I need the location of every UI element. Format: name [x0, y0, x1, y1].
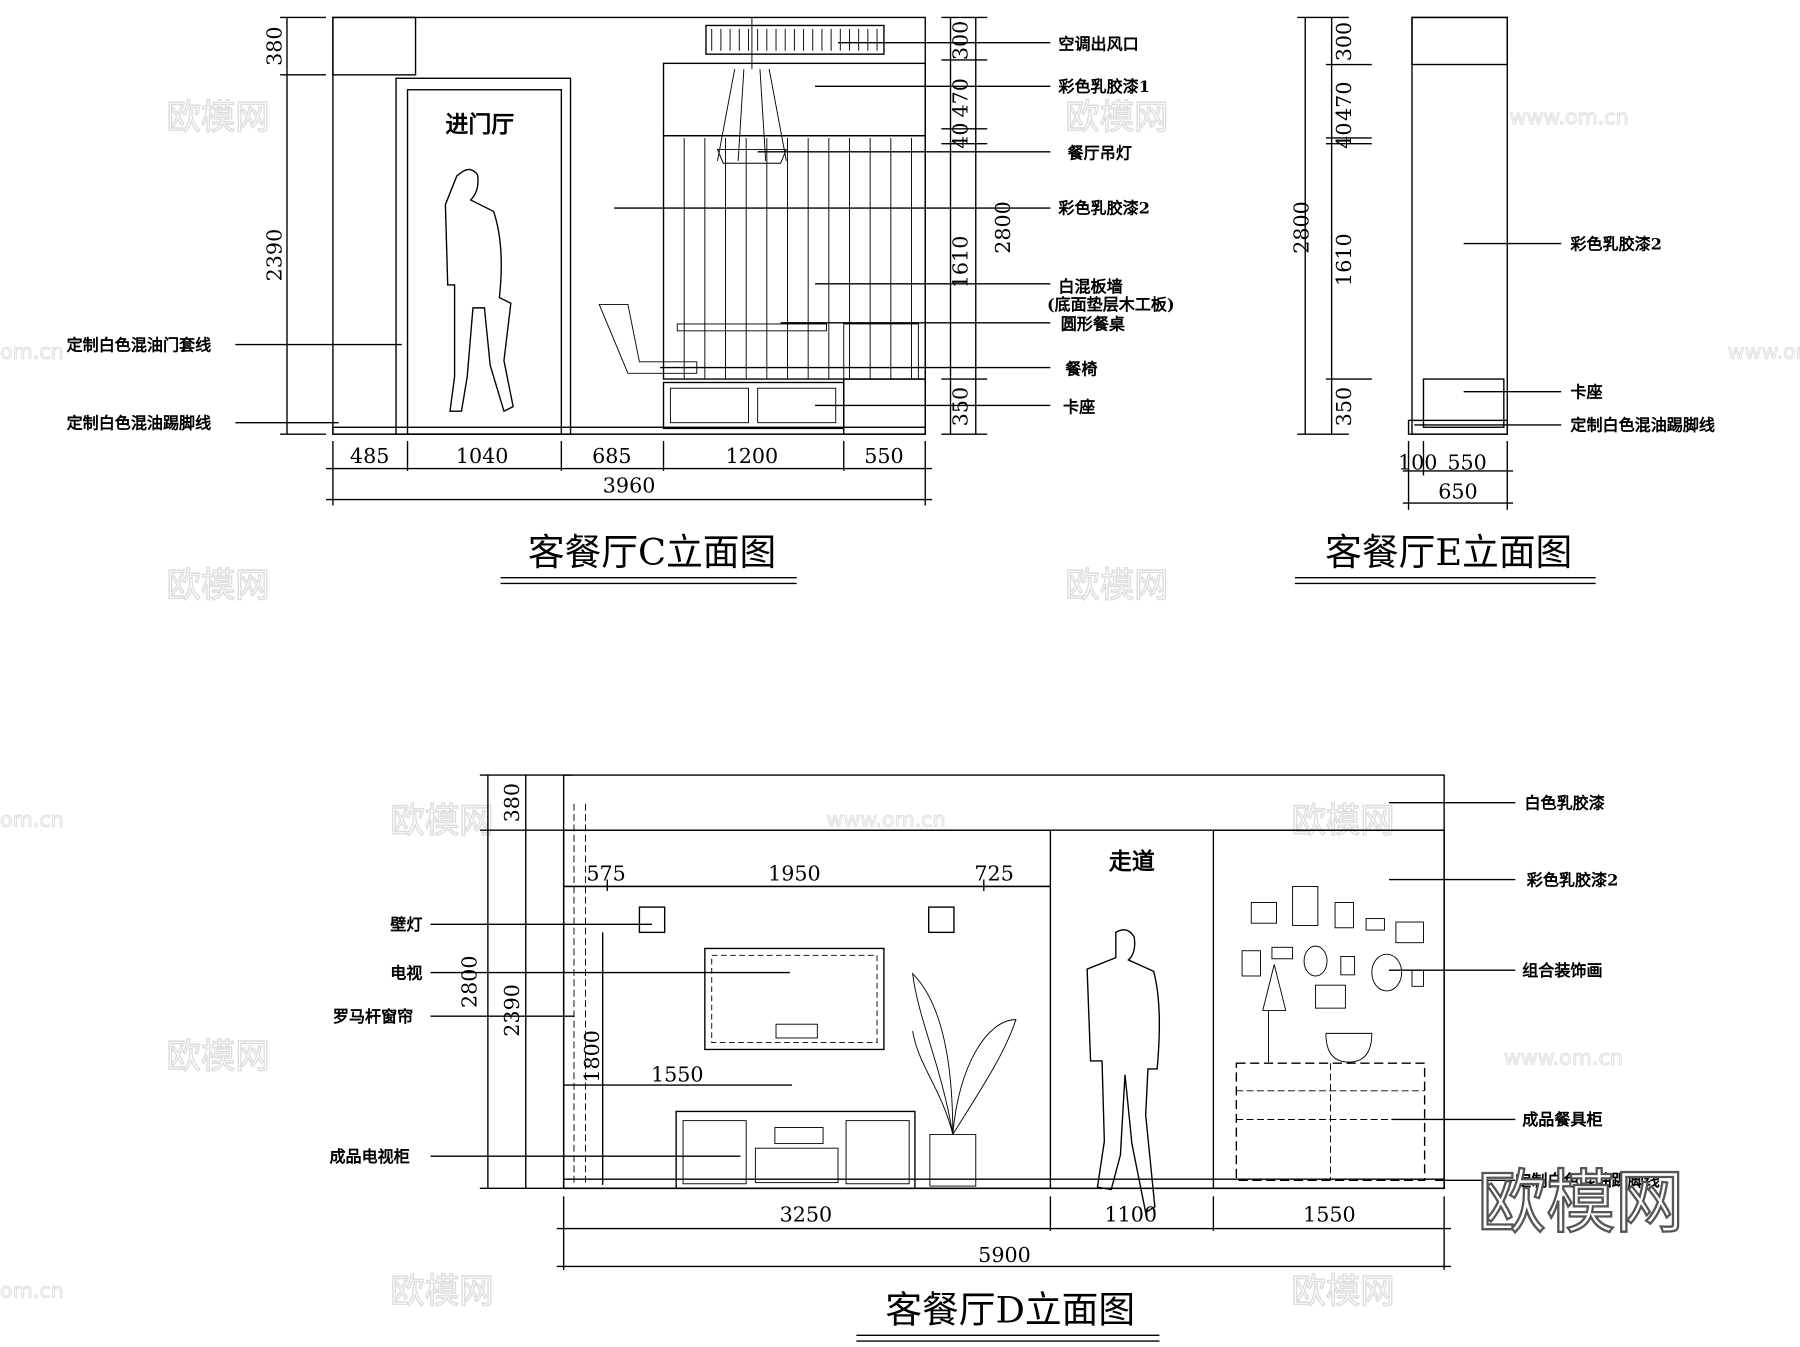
dimension-label: 685	[592, 444, 631, 468]
title-elevation-e: 客餐厅E立面图	[1325, 531, 1572, 574]
dimension-label: 350	[1332, 387, 1356, 426]
dimension-label: 2390	[500, 984, 524, 1037]
annotation-label: 彩色乳胶漆2	[1526, 870, 1619, 889]
ac-vent	[705, 24, 885, 55]
watermark-text: 欧模网	[166, 98, 269, 138]
watermark-text: www.om.cn	[1504, 1045, 1623, 1069]
elevation-c: 进门厅 380 2390 300 470 40 1610 350 2800	[67, 16, 1175, 585]
dimension-label: 40	[1332, 123, 1356, 149]
annotation-label: 卡座	[1570, 382, 1602, 401]
watermark-text: 欧模网	[1065, 566, 1168, 606]
title-elevation-c: 客餐厅C立面图	[528, 531, 776, 574]
room-label-corridor: 走道	[1109, 848, 1155, 875]
round-table	[676, 323, 827, 332]
dimension-label: 550	[1447, 451, 1486, 475]
dimension-label: 3960	[603, 474, 656, 498]
dimension-label: 1950	[768, 862, 821, 886]
annotation-label: (底面垫层木工板)	[1047, 295, 1175, 314]
watermark-text: om.cn	[0, 339, 64, 363]
dimension-label: 1100	[1104, 1203, 1157, 1227]
dimension-label: 300	[949, 21, 973, 60]
tv	[704, 947, 885, 1051]
watermark-text: 欧模网	[1291, 1272, 1394, 1312]
watermarks: 欧模网 欧模网 欧模网 欧模网 欧模网 欧模网 欧模网 欧模网 欧模网 www.…	[0, 97, 1800, 1313]
dimension-label: 3250	[780, 1203, 833, 1227]
decorative-paintings	[1241, 885, 1424, 1009]
human-figure	[444, 168, 514, 413]
watermark-text: 欧模网	[166, 566, 269, 606]
dimension-label: 650	[1438, 479, 1477, 503]
annotation-label: 彩色乳胶漆1	[1057, 77, 1150, 96]
watermark-text: 欧模网	[390, 801, 493, 841]
dimension-label: 2800	[1290, 201, 1314, 254]
annotation-label: 定制白色混油踢脚线	[67, 413, 212, 432]
watermark-text: om.cn	[0, 1278, 64, 1302]
dimension-label: 380	[262, 26, 286, 65]
watermark-text: www.om.cn	[1510, 105, 1629, 129]
annotation-label: 壁灯	[390, 915, 422, 934]
dimension-label: 1610	[1332, 233, 1356, 286]
elevation-d: 走道 575	[329, 774, 1660, 1342]
plant	[912, 972, 1017, 1187]
dimension-label: 1550	[651, 1063, 704, 1087]
annotation-label: 彩色乳胶漆2	[1569, 234, 1662, 253]
annotation-label: 白混板墙	[1058, 277, 1122, 296]
dimension-label: 1610	[949, 236, 973, 289]
wall-lamp	[638, 906, 666, 934]
watermark-text: 欧模网	[166, 1037, 269, 1077]
dimension-label: 1800	[580, 1030, 604, 1083]
annotation-label: 定制白色混油踢脚线	[1515, 1171, 1660, 1190]
annotation-label: 电视	[390, 963, 422, 982]
dimension-label: 380	[500, 783, 524, 822]
booth-seat	[843, 378, 926, 435]
annotation-label: 白色乳胶漆	[1524, 793, 1604, 812]
elevation-e: 300 470 40 1610 350 2800 彩色乳胶漆2 卡座 定制白色混…	[1290, 16, 1715, 585]
annotation-label: 彩色乳胶漆2	[1057, 199, 1150, 218]
pendant-lamp	[716, 17, 788, 164]
dimension-label: 485	[350, 444, 389, 468]
dimension-label: 5900	[978, 1243, 1031, 1267]
annotation-label: 卡座	[1063, 397, 1095, 416]
watermark-text: www.om.cn	[1728, 339, 1800, 363]
annotation-label: 空调出风口	[1058, 35, 1138, 54]
dimension-label: 2390	[262, 229, 286, 282]
dimension-label: 2800	[457, 955, 481, 1008]
annotation-label: 成品餐具柜	[1522, 1110, 1602, 1129]
dimension-label: 470	[1332, 82, 1356, 121]
annotation-label: 定制白色混油踢脚线	[1570, 416, 1715, 435]
annotation-label: 定制白色混油门套线	[67, 335, 212, 354]
dimension-label: 2800	[991, 201, 1015, 254]
watermark-text: 欧模网	[390, 1272, 493, 1312]
watermark-text: 欧模网	[1291, 801, 1394, 841]
watermark-text: 欧模网	[1065, 98, 1168, 138]
tv-cabinet	[675, 1110, 916, 1190]
dimension-label: 100	[1398, 451, 1437, 475]
dimension-label: 575	[586, 862, 625, 886]
title-elevation-d: 客餐厅D立面图	[885, 1289, 1135, 1332]
dimension-label: 350	[949, 387, 973, 426]
room-label-entrance: 进门厅	[445, 111, 514, 138]
annotation-label: 圆形餐桌	[1061, 315, 1126, 334]
annotation-label: 罗马杆窗帘	[333, 1007, 413, 1026]
annotation-label: 餐椅	[1065, 359, 1097, 378]
white-panel-wall	[662, 134, 926, 380]
human-figure	[1086, 929, 1161, 1214]
annotation-label: 成品电视柜	[329, 1147, 409, 1166]
dimension-label: 1040	[456, 444, 509, 468]
annotation-label: 餐厅吊灯	[1068, 144, 1132, 163]
watermark-text: www.om.cn	[827, 808, 946, 832]
dimension-label: 725	[974, 862, 1013, 886]
dimension-label: 300	[1332, 22, 1356, 61]
dimension-label: 1200	[726, 444, 779, 468]
watermark-text: om.cn	[0, 808, 64, 832]
annotation-label: 组合装饰画	[1522, 961, 1602, 980]
dimension-label: 1550	[1303, 1203, 1356, 1227]
dimension-label: 40	[949, 123, 973, 149]
dimension-label: 550	[864, 444, 903, 468]
wall-lamp	[928, 906, 955, 934]
watermark-logo: 欧模网	[1477, 1163, 1684, 1243]
dimension-label: 470	[949, 78, 973, 117]
booth-seat	[1422, 378, 1505, 428]
color-paint-1-band	[662, 62, 926, 137]
